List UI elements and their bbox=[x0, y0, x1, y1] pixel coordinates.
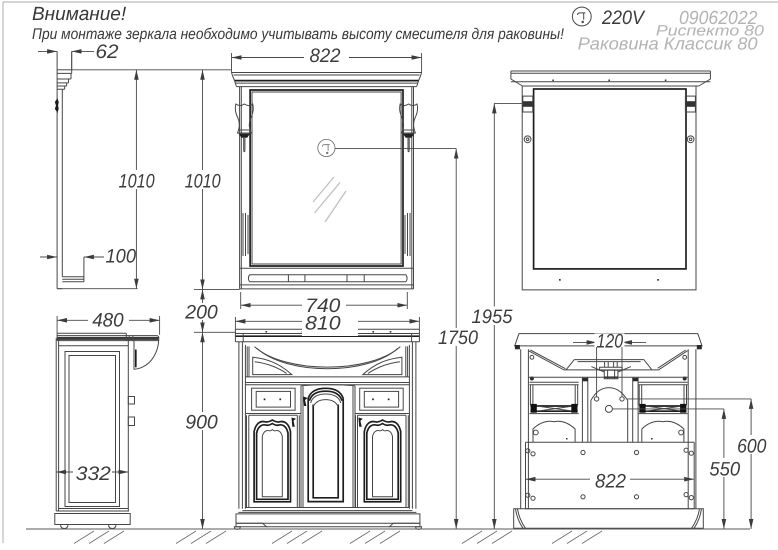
svg-text:62: 62 bbox=[96, 41, 119, 63]
svg-text:822: 822 bbox=[310, 45, 341, 67]
svg-text:550: 550 bbox=[709, 459, 740, 481]
svg-text:900: 900 bbox=[185, 412, 218, 434]
svg-text:120: 120 bbox=[597, 330, 624, 352]
svg-text:480: 480 bbox=[92, 309, 124, 331]
svg-text:Внимание!: Внимание! bbox=[32, 4, 127, 25]
svg-text:1955: 1955 bbox=[472, 306, 513, 328]
svg-text:1750: 1750 bbox=[438, 327, 478, 349]
svg-text:600: 600 bbox=[737, 435, 766, 457]
svg-text:1010: 1010 bbox=[119, 171, 155, 193]
svg-text:100: 100 bbox=[106, 246, 137, 268]
svg-text:Риспекто 80: Риспекто 80 bbox=[656, 22, 765, 39]
svg-text:09062022: 09062022 bbox=[679, 8, 758, 29]
svg-text:810: 810 bbox=[305, 312, 341, 334]
svg-text:740: 740 bbox=[305, 295, 340, 317]
svg-text:220V: 220V bbox=[601, 7, 646, 29]
svg-text:200: 200 bbox=[184, 302, 218, 324]
svg-text:822: 822 bbox=[595, 470, 626, 492]
svg-text:1010: 1010 bbox=[185, 171, 221, 193]
svg-text:Раковина Классик 80: Раковина Классик 80 bbox=[578, 34, 758, 54]
svg-text:При монтаже зеркала необходимо: При монтаже зеркала необходимо учитывать… bbox=[32, 26, 565, 43]
svg-text:332: 332 bbox=[76, 463, 111, 485]
